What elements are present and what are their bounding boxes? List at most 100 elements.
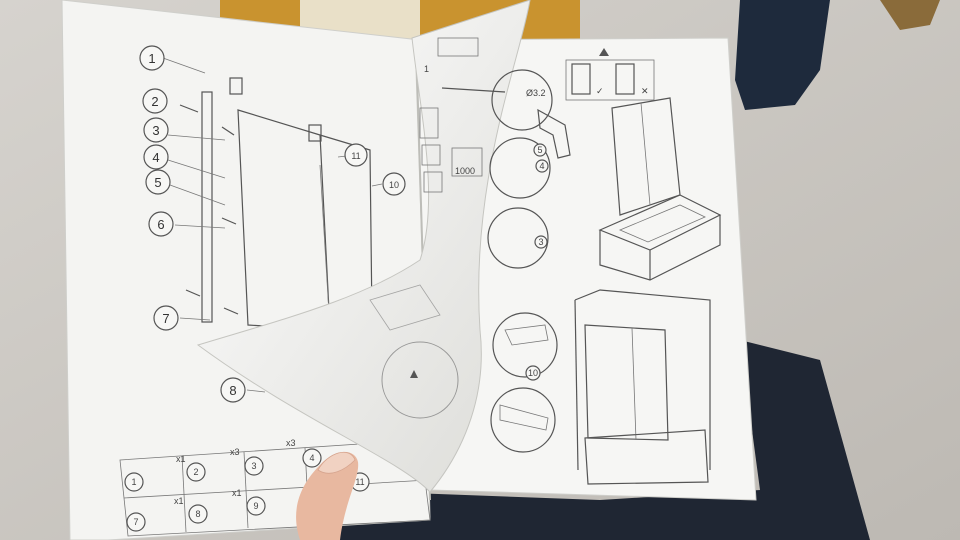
tool-icon (419, 107, 439, 139)
detail-callout-label: 5 (537, 145, 542, 155)
screw (223, 307, 239, 315)
callout-label: 4 (152, 150, 159, 165)
detail-circle (490, 387, 556, 453)
part-number: 2 (193, 467, 198, 477)
leader-line (371, 183, 383, 187)
parts-table: 1 x1 2 x3 3 x3 4 7 x1 8 x1 9 11 (119, 438, 431, 537)
bathtub-front (584, 429, 709, 485)
screw (221, 126, 235, 136)
part-number-circle (126, 512, 146, 532)
wall-alcove (574, 289, 711, 470)
handle-part (229, 77, 243, 95)
bathtub-inner (618, 204, 706, 243)
tool-icon (423, 171, 443, 193)
detail-profile (504, 324, 549, 346)
orientation-box (565, 59, 655, 101)
callout-label: 7 (162, 311, 169, 326)
handle-part (308, 124, 322, 142)
part-number-circle (124, 472, 144, 492)
wall-edge (574, 299, 579, 471)
dimension-box (451, 147, 483, 177)
leader-line (174, 224, 226, 229)
callout-label: 3 (152, 123, 159, 138)
right-diagram: ✓ ✕ 10 (490, 48, 722, 485)
part-number-circle (186, 462, 206, 482)
leader-line (169, 184, 226, 206)
part-number-circle (302, 448, 322, 468)
backside-detail-circle (381, 341, 459, 419)
measurement-line (441, 87, 506, 93)
part-qty: x1 (174, 496, 184, 506)
panel-divider (640, 102, 651, 206)
tool-icon (421, 144, 441, 166)
part-number-circle (244, 456, 264, 476)
part-number: 11 (355, 477, 364, 487)
screw (185, 289, 201, 297)
callout-circle (153, 305, 179, 331)
cross-icon: ✕ (641, 86, 649, 96)
detail-circle (492, 312, 558, 378)
part-qty: x3 (286, 438, 296, 448)
callout-circle (143, 117, 169, 143)
part-number: 1 (131, 477, 136, 487)
part-number-circle (246, 496, 266, 516)
detail-circle (487, 207, 549, 269)
table-frame (119, 439, 431, 537)
leader-line (246, 389, 266, 393)
thumbnail (317, 451, 356, 474)
backside-drawing (369, 284, 441, 331)
backside-arrow (410, 370, 418, 378)
check-icon: ✓ (596, 86, 604, 96)
step-header-box (437, 37, 479, 57)
detail-callout-circle (534, 235, 548, 249)
panel-divider (319, 164, 331, 331)
leader-line (167, 159, 226, 179)
callout-label: 8 (229, 383, 236, 398)
part-qty: x3 (230, 447, 240, 457)
drill-icon (537, 108, 571, 159)
panel-divider (631, 327, 637, 441)
callout-circle (344, 143, 368, 167)
leader-line (162, 57, 206, 74)
detail-callout-label: 10 (528, 368, 538, 378)
detail-callout-circle (535, 159, 549, 173)
detail-callout-label: 3 (538, 237, 543, 247)
left-callouts: 1 2 3 4 5 6 7 8 10 11 (139, 45, 406, 403)
chair-leg (880, 0, 940, 30)
left-diagram (162, 57, 383, 393)
callout-label: 2 (151, 94, 158, 109)
part-qty: x1 (176, 454, 186, 464)
callout-circle (142, 88, 168, 114)
callout-circle (143, 144, 169, 170)
screw (221, 217, 237, 225)
callout-circle (139, 45, 165, 71)
part-number-circle (188, 504, 208, 524)
screw (179, 104, 199, 113)
wall-profile (201, 91, 213, 323)
detail-callout-circle (533, 143, 547, 157)
table-row-divider (123, 479, 429, 499)
callout-label: 5 (154, 175, 161, 190)
callout-label: 10 (389, 180, 399, 190)
part-number: 7 (133, 517, 138, 527)
table-col-divider (181, 455, 187, 533)
detail-callout-circle (525, 365, 541, 381)
panel-correct-icon (571, 63, 591, 95)
callout-label: 1 (148, 51, 155, 66)
folded-page: 1 1000 Ø3.2 5 4 3 (196, 0, 571, 493)
detail-circle (491, 69, 553, 131)
part-number: 8 (195, 509, 200, 519)
callout-label: 6 (157, 217, 164, 232)
shoe (735, 0, 830, 110)
dimension-label: 1000 (455, 166, 475, 176)
panel-incorrect-icon (615, 63, 635, 95)
folded-page-sheet (196, 0, 531, 493)
callout-circle (145, 169, 171, 195)
leader-line (167, 134, 226, 141)
detail-callout-label: 4 (539, 161, 544, 171)
warning-icon (599, 48, 609, 56)
part-number: 9 (253, 501, 258, 511)
panel-installed (584, 324, 669, 441)
drill-size-label: Ø3.2 (526, 88, 546, 98)
